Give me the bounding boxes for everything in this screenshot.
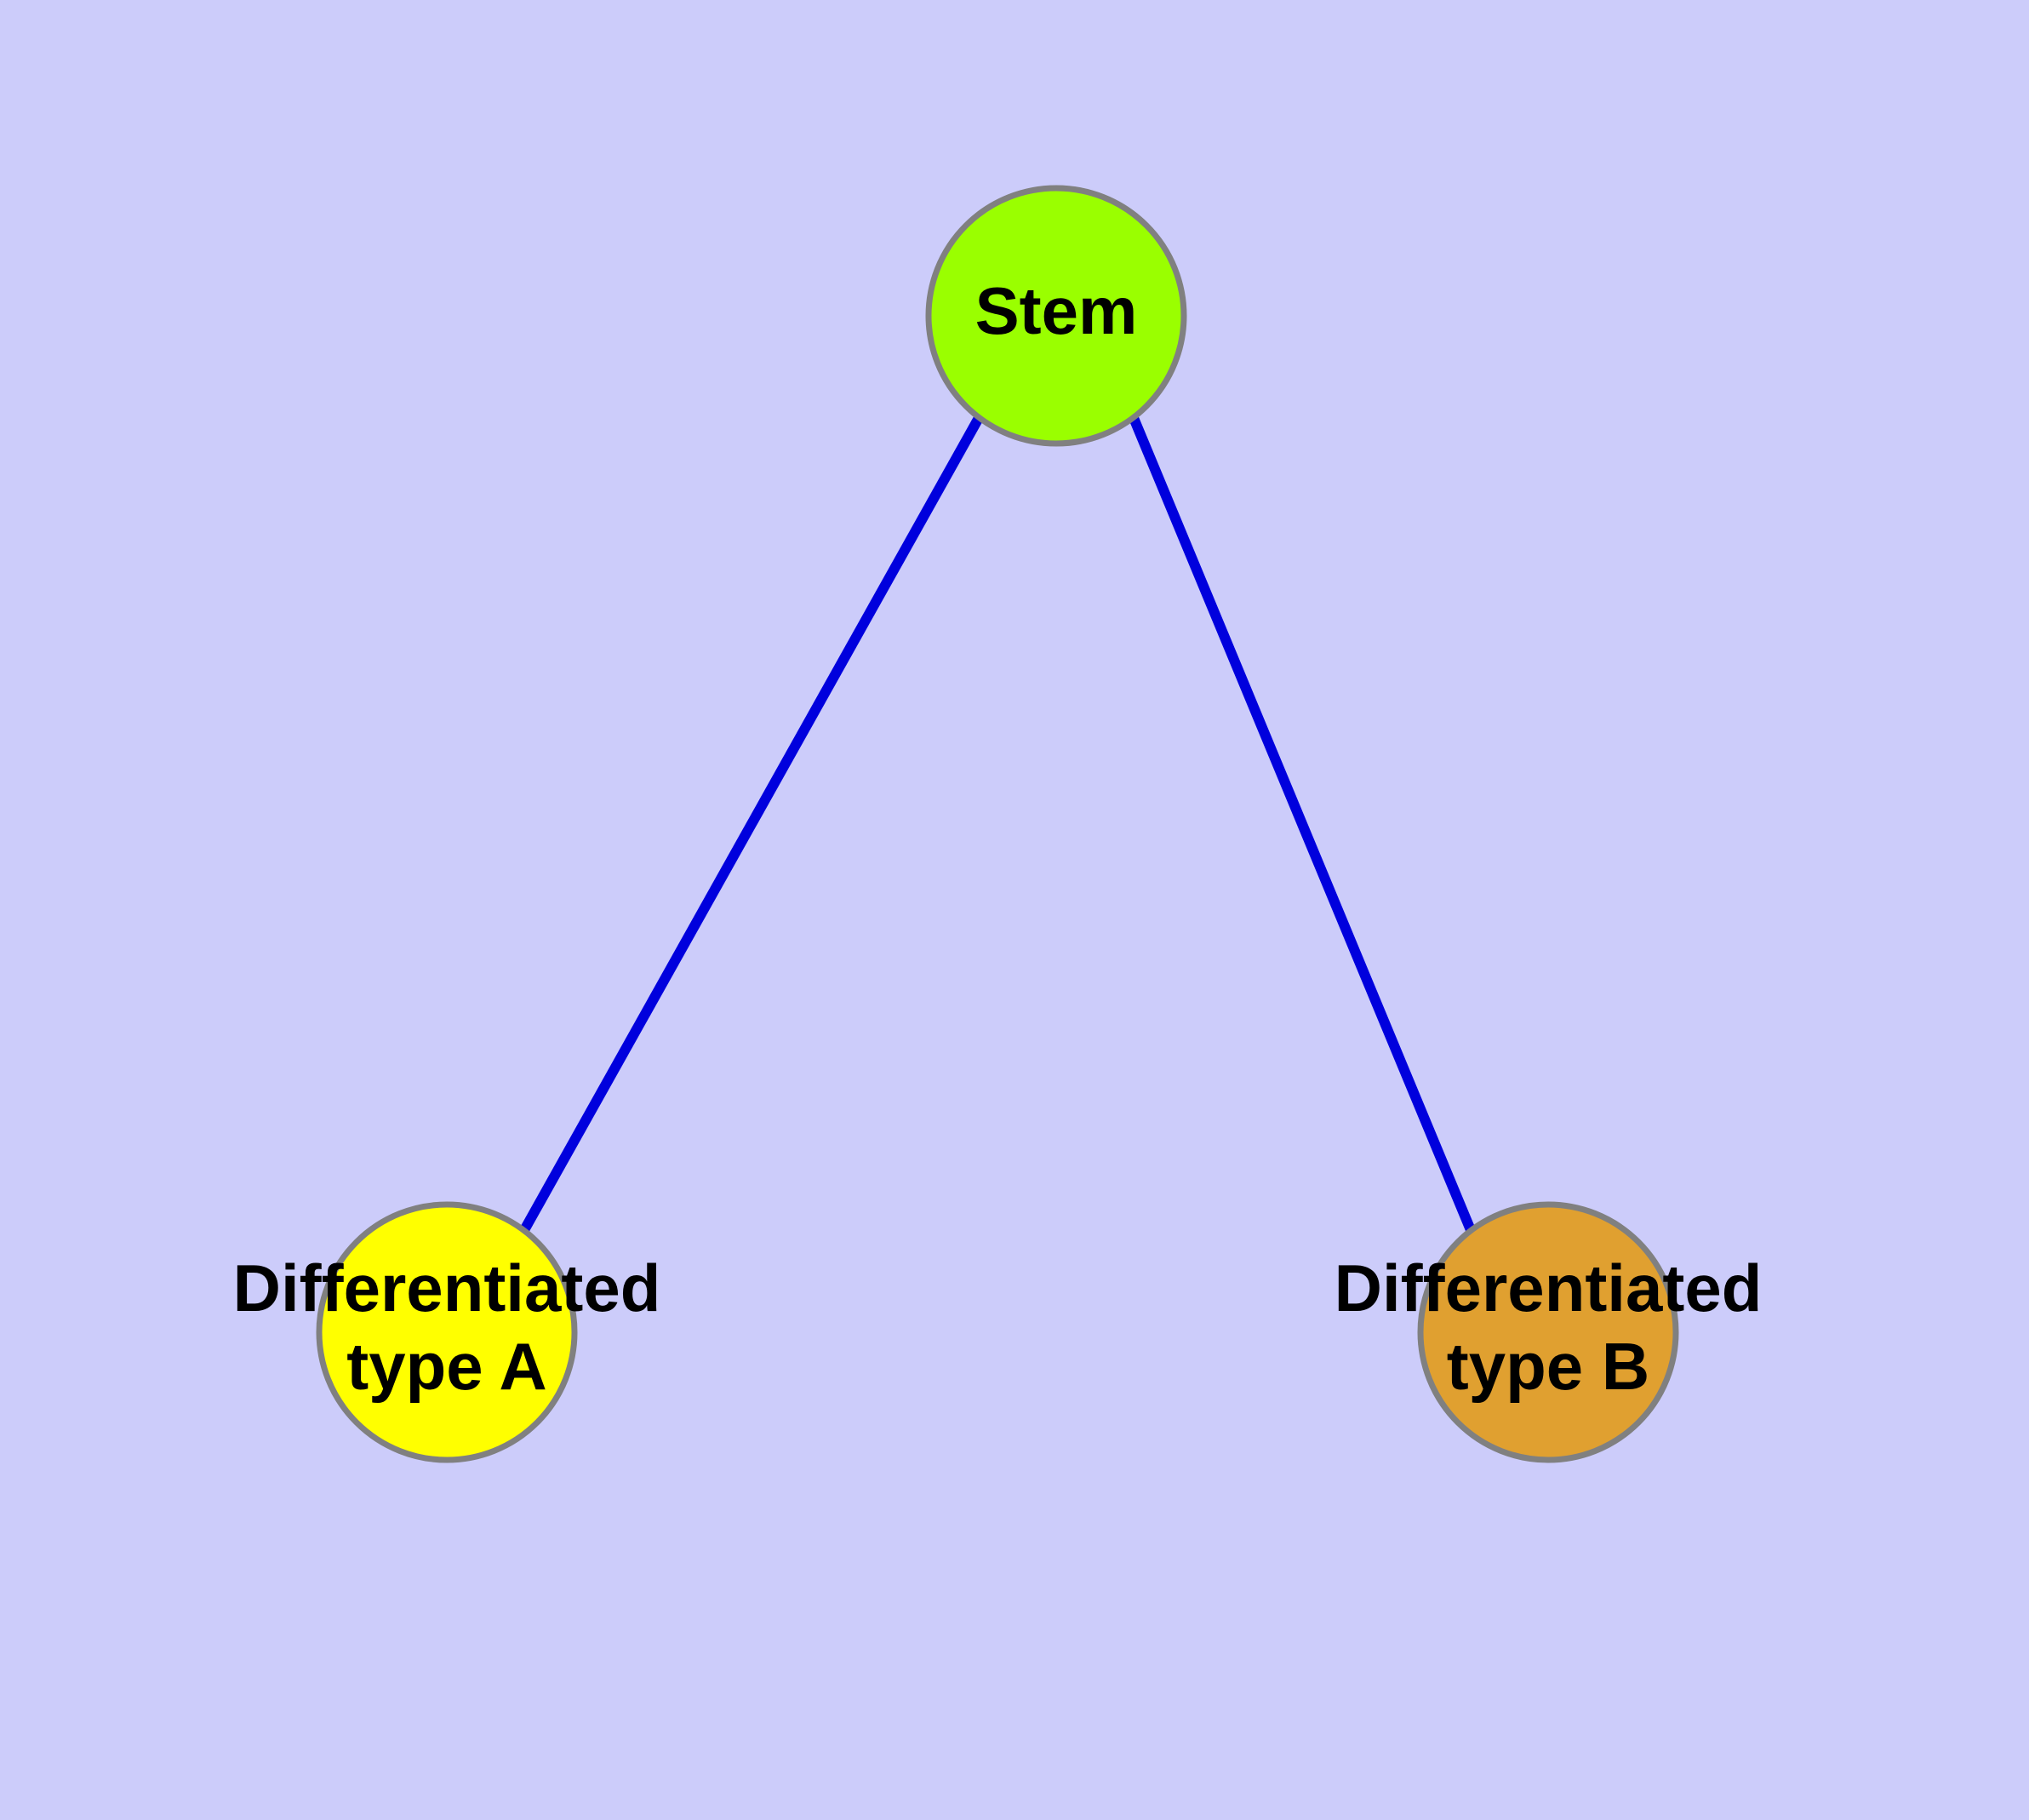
edges-layer bbox=[519, 415, 1476, 1233]
node-label-line: Differentiated bbox=[233, 1251, 661, 1325]
edge-stem-to-differentiated-type-a[interactable] bbox=[519, 415, 984, 1233]
edge-stem-to-differentiated-type-b[interactable] bbox=[1129, 415, 1476, 1233]
nodes-layer bbox=[316, 185, 1679, 1463]
node-label-line: Differentiated bbox=[1335, 1251, 1763, 1325]
node-label-line: type A bbox=[346, 1329, 547, 1404]
node-stem-circle[interactable] bbox=[925, 185, 1187, 447]
node-differentiated-type-a-circle[interactable] bbox=[316, 1201, 578, 1463]
node-label-line: Stem bbox=[975, 273, 1138, 348]
node-label-line: type B bbox=[1447, 1329, 1649, 1404]
node-differentiated-type-b-circle[interactable] bbox=[1417, 1201, 1679, 1463]
node-stem-label: Stem bbox=[975, 273, 1138, 348]
